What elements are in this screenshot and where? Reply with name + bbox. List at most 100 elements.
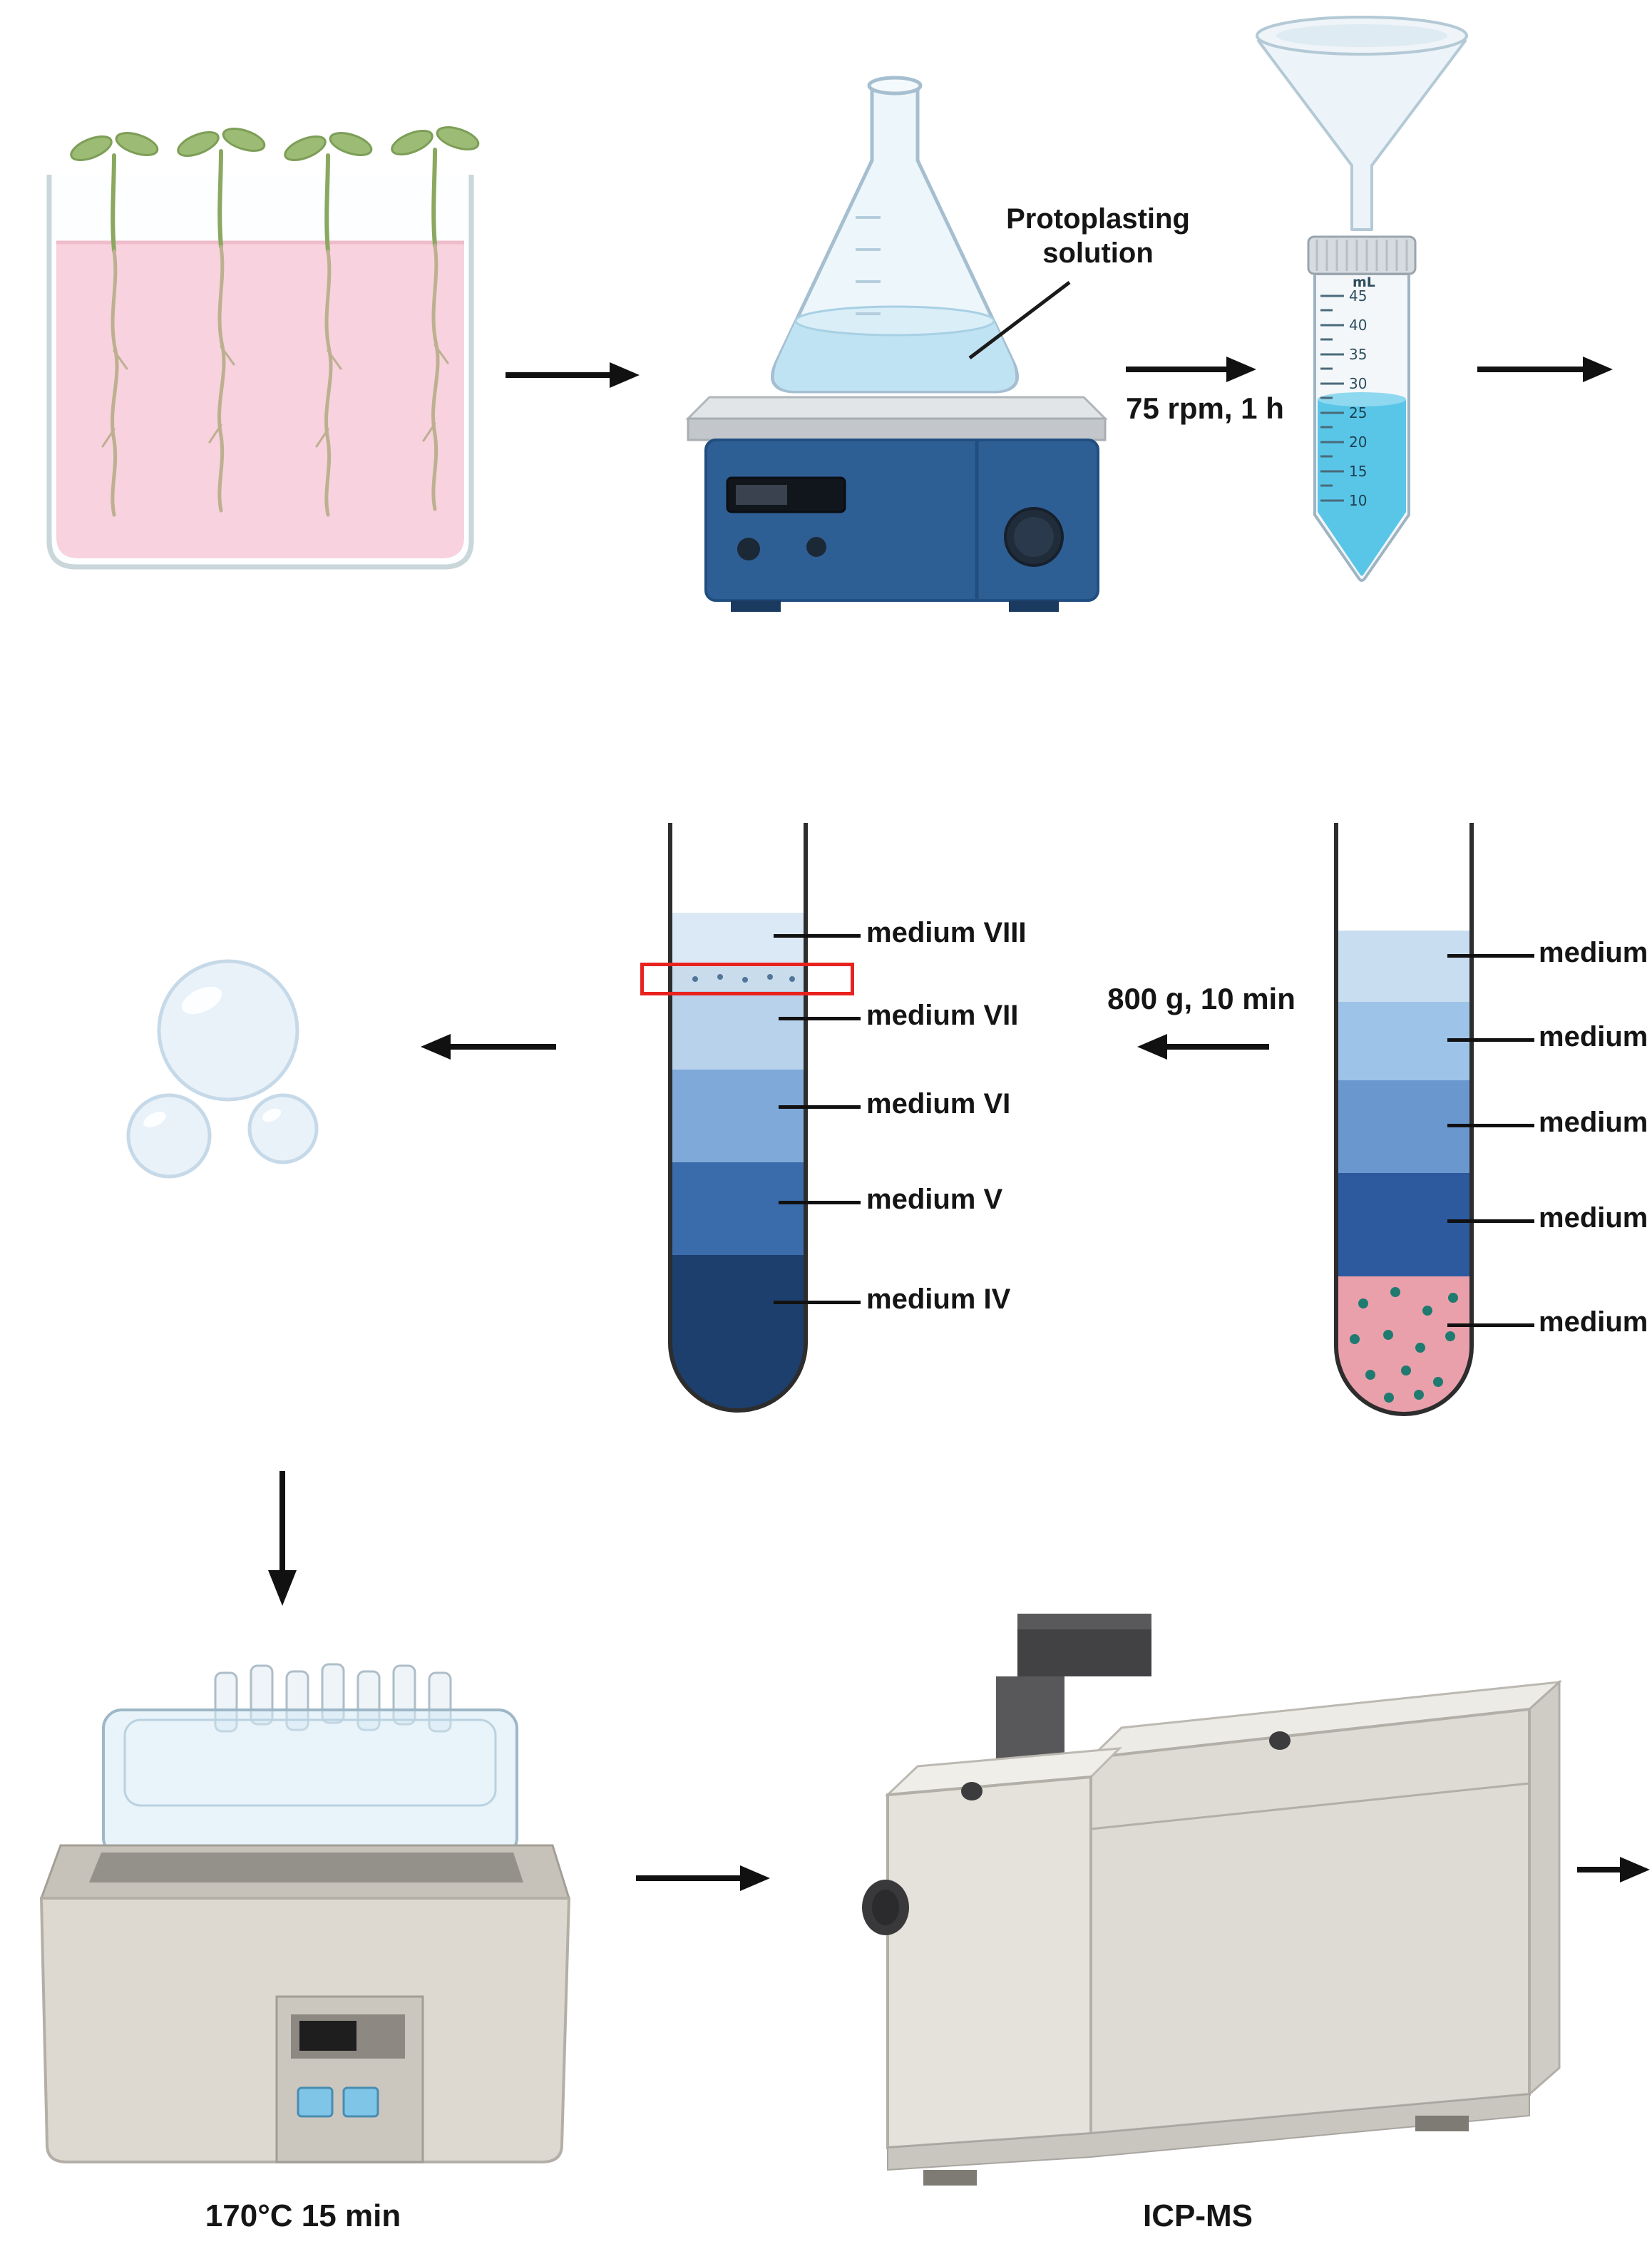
water-bath-condition-label: 170°C 15 min bbox=[205, 2198, 401, 2233]
protoplast-highlight-1 bbox=[181, 986, 222, 1015]
protoplast-bubbles bbox=[126, 959, 319, 1179]
flask-graduations bbox=[856, 216, 881, 315]
funnel-and-conical-tube: mL 45 40 35 30 25 20 15 10 bbox=[1256, 16, 1468, 582]
bath-rim-recess bbox=[89, 1853, 523, 1882]
arrow-right-5 bbox=[1577, 1857, 1650, 1882]
graduation-35: 35 bbox=[1349, 346, 1367, 363]
graduation-30: 30 bbox=[1349, 375, 1367, 392]
right-unit-seam bbox=[1090, 1782, 1530, 1830]
right-layer-4 bbox=[1336, 1173, 1472, 1276]
right-tube-glass-outline bbox=[1334, 823, 1474, 1416]
flask-mouth bbox=[867, 76, 923, 96]
tick-medium-vii bbox=[779, 1017, 861, 1020]
funnel-mouth-inner bbox=[1276, 24, 1447, 47]
funnel-cone bbox=[1256, 39, 1467, 231]
protoplast-band-dots bbox=[692, 974, 795, 983]
arrow-left-1 bbox=[421, 1034, 556, 1060]
right-tube-layers bbox=[1336, 931, 1472, 1414]
lid-inner-edge bbox=[123, 1718, 497, 1807]
right-label-5: medium bbox=[1539, 1306, 1648, 1338]
label-medium-vii: medium VII bbox=[866, 1000, 1019, 1031]
centrifuge-condition-label: 800 g, 10 min bbox=[1107, 982, 1296, 1015]
tick-medium-viii bbox=[774, 934, 861, 938]
label-medium-v: medium V bbox=[866, 1184, 1003, 1215]
panel-button-2[interactable] bbox=[342, 2086, 379, 2118]
right-unit-front bbox=[1089, 1707, 1531, 2136]
conical-tube-liquid-surface bbox=[1318, 392, 1406, 406]
side-knob-inner bbox=[872, 1890, 899, 1925]
protoplast-medium bbox=[126, 1093, 212, 1179]
conical-tube-cap bbox=[1307, 235, 1417, 275]
label-medium-viii: medium VIII bbox=[866, 917, 1027, 948]
tick-right-1 bbox=[1447, 954, 1534, 958]
layer-medium-iv bbox=[670, 1255, 806, 1410]
label-medium-vi: medium VI bbox=[866, 1088, 1011, 1120]
stirrer-foot-right bbox=[1009, 600, 1059, 612]
water-bath bbox=[39, 1663, 571, 2163]
right-unit-side bbox=[1528, 1679, 1561, 2097]
stirrer-knob-small-2 bbox=[806, 537, 826, 557]
protoplast-small bbox=[247, 1093, 319, 1164]
cap-ridges bbox=[1315, 240, 1408, 271]
tick-right-3 bbox=[1447, 1124, 1534, 1127]
arrow-right-1 bbox=[506, 362, 640, 388]
cell-dots bbox=[1350, 1287, 1458, 1403]
instrument-label: ICP-MS bbox=[1143, 2198, 1253, 2233]
label-pointer-line bbox=[968, 281, 1071, 359]
right-label-2: medium bbox=[1539, 1021, 1648, 1052]
stirrer-foot-left bbox=[731, 600, 781, 612]
layer-medium-viii bbox=[670, 913, 806, 967]
graduation-25: 25 bbox=[1349, 404, 1367, 421]
arrow-down bbox=[268, 1471, 297, 1606]
foot-right bbox=[1415, 2116, 1469, 2131]
graduation-40: 40 bbox=[1349, 317, 1367, 334]
label-medium-iv: medium IV bbox=[866, 1284, 1011, 1315]
right-layer-1 bbox=[1336, 931, 1472, 1002]
tube-unit-label: mL bbox=[1353, 275, 1375, 290]
tick-right-5 bbox=[1447, 1323, 1534, 1327]
vessel-pink-medium bbox=[56, 242, 464, 558]
protoplast-highlight-3 bbox=[262, 1108, 282, 1122]
foot-left bbox=[923, 2170, 977, 2186]
shake-condition-label: 75 rpm, 1 h bbox=[1126, 391, 1284, 425]
flask-on-stirrer bbox=[685, 76, 1108, 612]
gradient-tube-after-centrifugation bbox=[668, 823, 808, 1413]
graduation-10: 10 bbox=[1349, 492, 1367, 509]
layer-medium-vii bbox=[670, 991, 806, 1070]
tick-medium-v bbox=[779, 1201, 861, 1204]
right-label-4: medium bbox=[1539, 1202, 1648, 1234]
left-tube-glass-outline bbox=[668, 823, 808, 1413]
protoplast-highlight-2 bbox=[143, 1112, 166, 1127]
arrow-left-2 bbox=[1137, 1034, 1269, 1060]
graduation-45: 45 bbox=[1349, 287, 1367, 304]
tick-medium-iv bbox=[774, 1301, 861, 1304]
right-label-1: medium bbox=[1539, 937, 1648, 968]
conical-tube-liquid bbox=[1318, 399, 1406, 576]
hinge-right bbox=[1269, 1731, 1291, 1750]
layer-medium-vi bbox=[670, 1070, 806, 1162]
panel-display bbox=[299, 2021, 356, 2051]
arrow-right-3 bbox=[1477, 357, 1613, 382]
flask-liquid bbox=[774, 321, 1015, 391]
instrument-base bbox=[887, 2093, 1530, 2171]
panel-button-1[interactable] bbox=[297, 2086, 334, 2118]
vessel-glass-outline bbox=[46, 175, 474, 570]
stirrer-display-segment bbox=[736, 485, 787, 505]
seedling-culture-vessel bbox=[46, 114, 481, 570]
gradient-tube-before-centrifugation bbox=[1334, 823, 1474, 1416]
icp-ms-instrument bbox=[862, 1614, 1563, 2186]
flask-liquid-surface bbox=[794, 305, 995, 337]
layer-medium-v bbox=[670, 1162, 806, 1255]
stirrer-knob-large-inner bbox=[1014, 517, 1054, 557]
left-tube-layers bbox=[670, 913, 806, 1410]
arrow-right-2 bbox=[1126, 357, 1256, 382]
graduation-20: 20 bbox=[1349, 434, 1367, 451]
protoplast-large bbox=[157, 959, 299, 1102]
graduation-15: 15 bbox=[1349, 463, 1367, 480]
arrow-right-4 bbox=[636, 1865, 770, 1891]
stirrer-plate-front bbox=[687, 417, 1107, 441]
transparent-lid bbox=[102, 1708, 518, 1858]
band-highlight-red-box bbox=[640, 963, 854, 995]
tick-right-2 bbox=[1447, 1038, 1534, 1042]
